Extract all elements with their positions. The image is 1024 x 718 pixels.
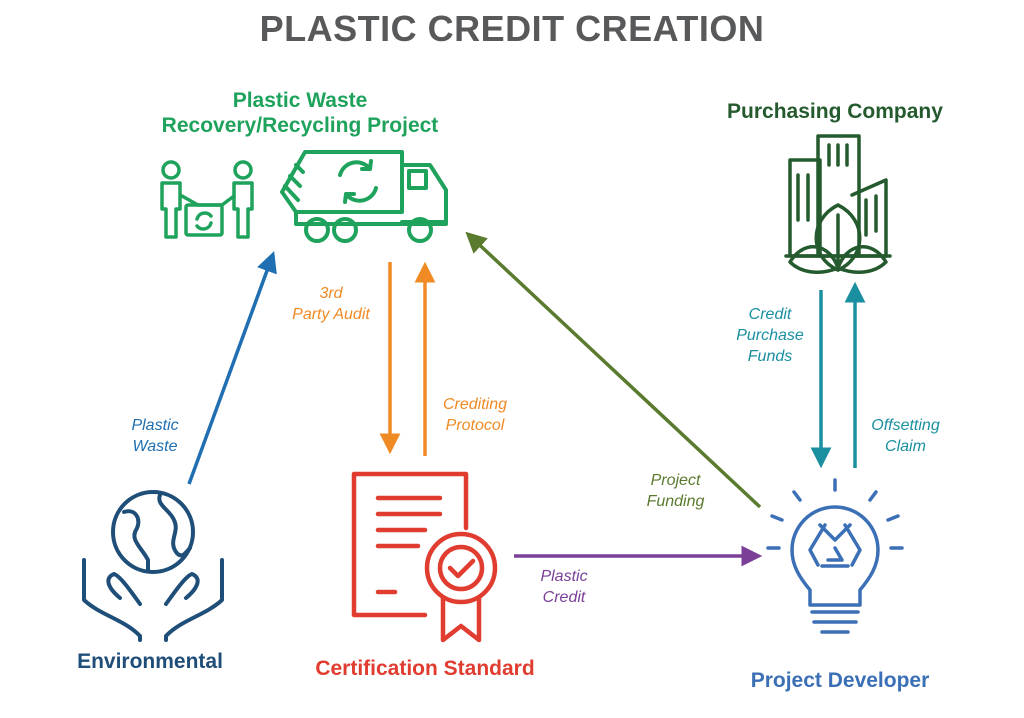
plastic-waste-arrow xyxy=(187,251,277,485)
plastic-credit-label-line2: Credit xyxy=(542,589,586,606)
recycling-project-label-line1: Plastic Waste xyxy=(232,89,368,112)
third-party-audit-label-line1: 3rd xyxy=(319,285,343,302)
project-funding-label-line2: Funding xyxy=(646,493,705,510)
people-recycling-icon xyxy=(160,160,254,239)
plastic-credit-label: Plastic Credit xyxy=(524,566,604,608)
purchasing-company-label: Purchasing Company xyxy=(727,100,943,123)
globe-hands-icon xyxy=(82,490,224,642)
project-developer-label: Project Developer xyxy=(750,669,930,692)
recycling-truck-icon xyxy=(280,150,448,243)
environmental-label: Environmental xyxy=(77,650,223,673)
offsetting-claim-label: Offsetting Claim xyxy=(858,415,953,457)
credit-purchase-funds-label-line1: Credit xyxy=(748,306,792,323)
plastic-waste-label-line1: Plastic xyxy=(131,417,179,434)
lightbulb-recycle-icon xyxy=(766,478,904,634)
credit-purchase-funds-label: Credit Purchase Funds xyxy=(725,304,815,367)
plastic-waste-label-line2: Waste xyxy=(132,438,178,455)
crediting-protocol-label: Crediting Protocol xyxy=(425,394,525,436)
diagram-title: PLASTIC CREDIT CREATION xyxy=(259,8,765,49)
crediting-protocol-label-line2: Protocol xyxy=(445,417,505,434)
credit-purchase-funds-label-line2: Purchase xyxy=(736,327,804,344)
project-funding-label-line1: Project xyxy=(650,472,701,489)
offsetting-claim-label-line1: Offsetting xyxy=(871,417,940,434)
offsetting-claim-label-line2: Claim xyxy=(885,438,926,455)
certification-standard-label: Certification Standard xyxy=(315,657,535,680)
plastic-credit-label-line1: Plastic xyxy=(540,568,588,585)
plastic-waste-label: Plastic Waste xyxy=(110,415,200,457)
third-party-audit-label-line2: Party Audit xyxy=(292,306,370,323)
crediting-protocol-label-line1: Crediting xyxy=(442,396,508,413)
recycling-project-label: Plastic Waste Recovery/Recycling Project xyxy=(120,88,480,138)
buildings-leaves-icon xyxy=(784,134,892,275)
project-funding-label: Project Funding xyxy=(628,470,723,512)
recycling-project-label-line2: Recovery/Recycling Project xyxy=(161,114,439,137)
project-funding-arrow xyxy=(465,231,762,509)
third-party-audit-label: 3rd Party Audit xyxy=(276,283,386,325)
credit-purchase-funds-label-line3: Funds xyxy=(747,348,793,365)
certificate-badge-icon xyxy=(351,471,498,643)
